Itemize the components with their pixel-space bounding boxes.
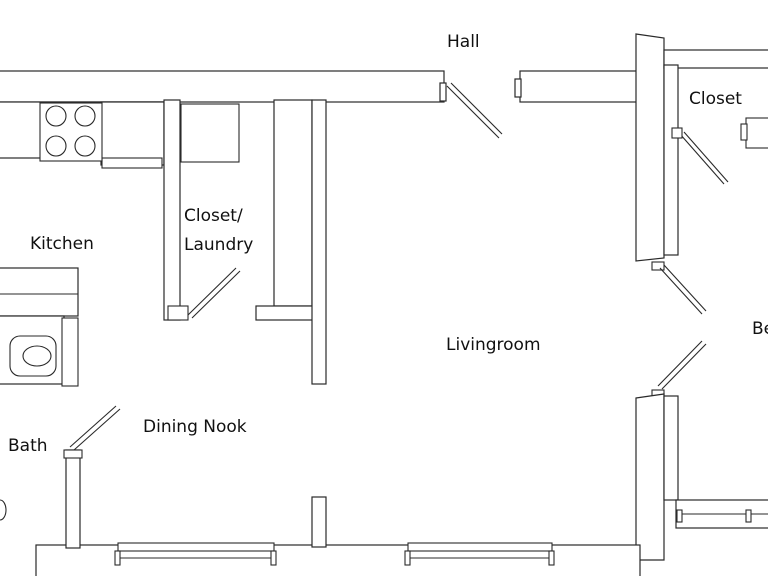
label-dining-nook: Dining Nook	[143, 417, 247, 437]
top-wall-right	[514, 70, 641, 103]
label-hall: Hall	[447, 32, 480, 52]
right-column-wall	[635, 33, 768, 262]
closet-right	[671, 117, 768, 185]
top-wall-left	[0, 70, 447, 103]
kitchen-appliance	[0, 267, 79, 387]
bath-door	[69, 405, 121, 451]
label-livingroom: Livingroom	[446, 335, 541, 355]
bottom-window-left	[114, 542, 277, 566]
bedroom-doors	[651, 261, 707, 399]
bottom-window-right	[404, 542, 555, 566]
label-closet-laundry-line2: Laundry	[184, 235, 253, 255]
label-bedroom: Be	[752, 319, 768, 339]
label-closet: Closet	[689, 89, 742, 109]
bath-wall	[0, 449, 83, 549]
label-kitchen: Kitchen	[30, 234, 94, 254]
label-closet-laundry-line1: Closet/	[184, 206, 243, 226]
label-bath: Bath	[8, 436, 48, 456]
stove	[39, 102, 103, 162]
stub-wall-bottom	[311, 496, 327, 548]
hall-door	[446, 82, 503, 139]
laundry-door	[187, 267, 241, 319]
laundry-closet-walls	[163, 99, 327, 385]
right-lower-wall	[635, 393, 768, 561]
